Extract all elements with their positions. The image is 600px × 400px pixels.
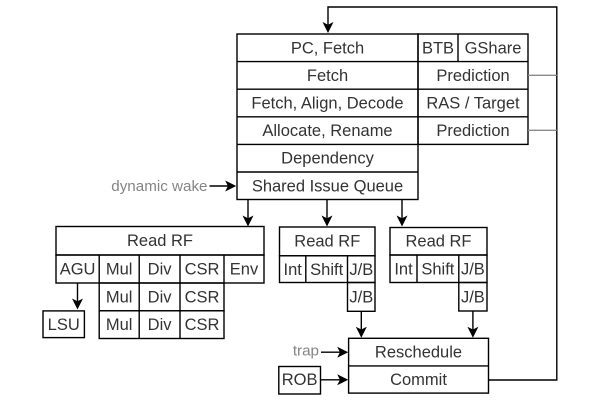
svg-text:CSR: CSR xyxy=(185,288,220,306)
svg-text:CSR: CSR xyxy=(185,261,220,279)
svg-text:J/B: J/B xyxy=(349,261,373,279)
svg-text:Allocate, Rename: Allocate, Rename xyxy=(262,122,392,140)
svg-text:Prediction: Prediction xyxy=(436,122,509,140)
svg-text:Mul: Mul xyxy=(106,288,133,306)
svg-text:CSR: CSR xyxy=(185,316,220,334)
svg-text:J/B: J/B xyxy=(461,260,485,278)
svg-text:Read RF: Read RF xyxy=(405,233,471,251)
svg-text:RAS / Target: RAS / Target xyxy=(426,95,520,113)
svg-text:Commit: Commit xyxy=(390,371,447,389)
svg-text:GShare: GShare xyxy=(465,39,522,57)
svg-text:Read RF: Read RF xyxy=(127,232,193,250)
svg-text:Shift: Shift xyxy=(310,261,343,279)
svg-text:Int: Int xyxy=(394,260,413,278)
svg-text:Div: Div xyxy=(148,316,173,334)
svg-text:J/B: J/B xyxy=(461,288,485,306)
svg-text:Mul: Mul xyxy=(106,316,133,334)
svg-text:Env: Env xyxy=(230,261,259,279)
svg-text:PC, Fetch: PC, Fetch xyxy=(291,39,364,57)
svg-text:Read RF: Read RF xyxy=(294,233,360,251)
svg-text:Int: Int xyxy=(284,261,303,279)
svg-text:dynamic wake: dynamic wake xyxy=(111,178,207,195)
svg-text:trap: trap xyxy=(293,343,319,360)
svg-text:Fetch: Fetch xyxy=(307,67,348,85)
svg-text:Prediction: Prediction xyxy=(436,67,509,85)
svg-text:Reschedule: Reschedule xyxy=(375,344,462,362)
svg-text:Div: Div xyxy=(148,261,173,279)
svg-text:ROB: ROB xyxy=(282,371,318,389)
svg-text:Mul: Mul xyxy=(106,261,133,279)
svg-text:Fetch, Align, Decode: Fetch, Align, Decode xyxy=(251,95,403,113)
svg-text:Shift: Shift xyxy=(421,260,454,278)
svg-text:AGU: AGU xyxy=(60,261,96,279)
svg-text:BTB: BTB xyxy=(422,39,454,57)
svg-text:J/B: J/B xyxy=(349,289,373,307)
svg-text:Div: Div xyxy=(148,288,173,306)
svg-text:Dependency: Dependency xyxy=(281,150,374,168)
svg-text:Shared Issue Queue: Shared Issue Queue xyxy=(252,177,403,195)
svg-text:LSU: LSU xyxy=(48,316,80,334)
